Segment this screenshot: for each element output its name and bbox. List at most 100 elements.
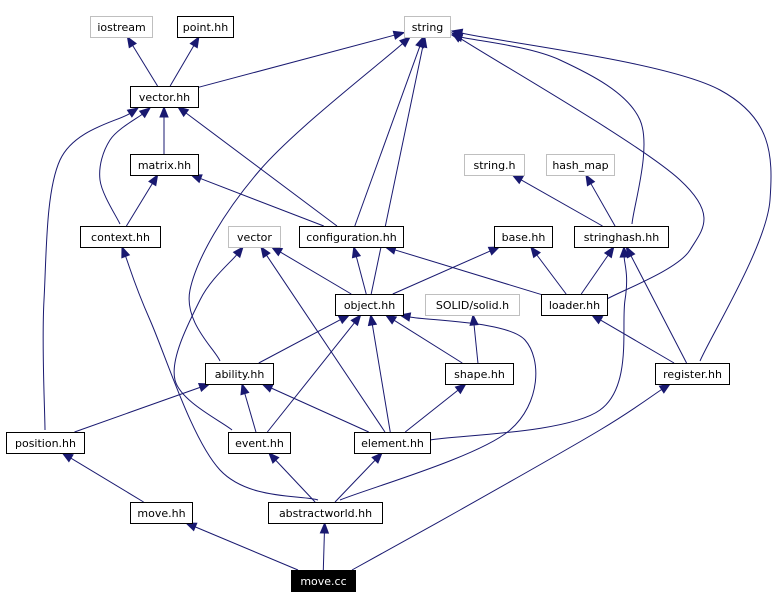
arrowhead-icon: [530, 245, 541, 259]
edge-object_hh-to-configuration_hh: [351, 245, 367, 295]
arrowhead-icon: [487, 246, 501, 256]
node-position-hh[interactable]: position.hh: [6, 432, 85, 454]
edge-line: [392, 250, 491, 295]
arrowhead-icon: [232, 245, 244, 259]
node-solid-h[interactable]: SOLID/solid.h: [425, 294, 520, 316]
node-point-hh[interactable]: point.hh: [177, 16, 234, 38]
node-element-hh[interactable]: element.hh: [354, 432, 431, 454]
node-register-hh[interactable]: register.hh: [655, 363, 730, 385]
edge-shape_hh-to-solid_h: [469, 313, 479, 364]
arrowhead-icon: [619, 245, 629, 258]
node-label: point.hh: [183, 21, 229, 34]
edge-matrix_hh-to-vector_hh: [159, 105, 169, 154]
edge-register_hh-to-stringhash_hh: [625, 245, 688, 364]
node-label: base.hh: [502, 231, 546, 244]
edge-line: [125, 183, 153, 227]
edge-ability_hh-to-string: [188, 36, 412, 362]
node-string-h[interactable]: string.h: [464, 154, 525, 176]
node-box: [464, 154, 525, 176]
edge-abstractworld_hh-to-element_hh: [334, 452, 383, 503]
edge-line: [334, 459, 376, 503]
edge-line: [70, 457, 144, 503]
edge-loader_hh-to-stringhash_hh: [580, 245, 615, 295]
edge-line: [42, 113, 130, 431]
node-box: [268, 502, 383, 524]
node-label: hash_map: [552, 159, 608, 172]
edge-line: [460, 37, 705, 300]
edge-line: [74, 386, 201, 433]
edge-line: [520, 179, 603, 227]
node-shape-hh[interactable]: shape.hh: [445, 363, 514, 385]
edge-line: [173, 254, 238, 431]
node-move-cc[interactable]: move.cc: [291, 570, 356, 592]
edge-position_hh-to-vector_hh: [42, 107, 140, 431]
node-loader-hh[interactable]: loader.hh: [541, 294, 608, 316]
node-label: vector: [237, 231, 272, 244]
edge-element_hh-to-object_hh: [367, 313, 391, 433]
edge-line: [322, 532, 325, 571]
node-iostream[interactable]: iostream: [90, 16, 153, 38]
edge-object_hh-to-base_hh: [392, 246, 501, 295]
node-label: move.cc: [300, 575, 346, 588]
arrowhead-icon: [176, 106, 190, 118]
edge-layer: [42, 28, 772, 571]
node-context-hh[interactable]: context.hh: [80, 226, 161, 248]
node-box: [335, 294, 404, 316]
node-box: [291, 570, 356, 592]
edge-stringhash_hh-to-hash_map: [585, 173, 616, 227]
node-vector-hh[interactable]: vector.hh: [130, 86, 199, 108]
edge-move_cc-to-abstractworld_hh: [319, 521, 330, 571]
arrowhead-icon: [184, 522, 198, 532]
node-string[interactable]: string: [404, 16, 451, 38]
edge-line: [461, 32, 772, 362]
edge-vector_hh-to-iostream: [126, 35, 158, 87]
edge-position_hh-to-ability_hh: [74, 383, 211, 433]
node-base-hh[interactable]: base.hh: [494, 226, 553, 248]
edge-configuration_hh-to-vector_hh: [176, 106, 338, 227]
edge-line: [188, 43, 403, 362]
arrowhead-icon: [319, 521, 330, 534]
node-move-hh[interactable]: move.hh: [130, 502, 193, 524]
arrowhead-icon: [469, 313, 479, 326]
node-label: event.hh: [235, 437, 284, 450]
edge-line: [600, 319, 675, 364]
edge-move_cc-to-move_hh: [184, 522, 299, 571]
edge-line: [473, 324, 479, 364]
arrowhead-icon: [398, 36, 412, 48]
node-box: [354, 432, 431, 454]
edge-line: [393, 319, 463, 364]
edge-move_hh-to-position_hh: [61, 452, 144, 503]
arrowhead-icon: [260, 245, 271, 259]
arrowhead-icon: [337, 314, 351, 325]
edge-line: [200, 178, 324, 227]
node-abstractworld-hh[interactable]: abstractworld.hh: [268, 502, 383, 524]
node-configuration-hh[interactable]: configuration.hh: [299, 226, 404, 248]
node-object-hh[interactable]: object.hh: [335, 294, 404, 316]
arrowhead-icon: [138, 107, 152, 119]
edge-line: [630, 255, 688, 364]
node-hash-map[interactable]: hash_map: [546, 154, 615, 176]
node-box: [404, 16, 451, 38]
node-box: [80, 226, 161, 248]
node-box: [90, 16, 153, 38]
edge-object_hh-to-string: [370, 35, 428, 295]
arrowhead-icon: [511, 174, 524, 185]
node-matrix-hh[interactable]: matrix.hh: [130, 154, 199, 176]
arrowhead-icon: [159, 105, 169, 118]
node-ability-hh[interactable]: ability.hh: [205, 363, 274, 385]
arrowhead-icon: [625, 245, 636, 259]
edge-line: [370, 46, 424, 295]
node-box: [130, 502, 193, 524]
node-label: iostream: [97, 21, 145, 34]
node-stringhash-hh[interactable]: stringhash.hh: [574, 226, 669, 248]
arrowhead-icon: [351, 245, 362, 259]
node-box: [655, 363, 730, 385]
node-label: stringhash.hh: [584, 231, 659, 244]
edge-event_hh-to-ability_hh: [240, 382, 257, 433]
edge-line: [185, 112, 338, 227]
node-vector[interactable]: vector: [228, 226, 281, 248]
arrowhead-icon: [350, 313, 362, 327]
arrowhead-icon: [267, 452, 280, 464]
node-event-hh[interactable]: event.hh: [228, 432, 291, 454]
